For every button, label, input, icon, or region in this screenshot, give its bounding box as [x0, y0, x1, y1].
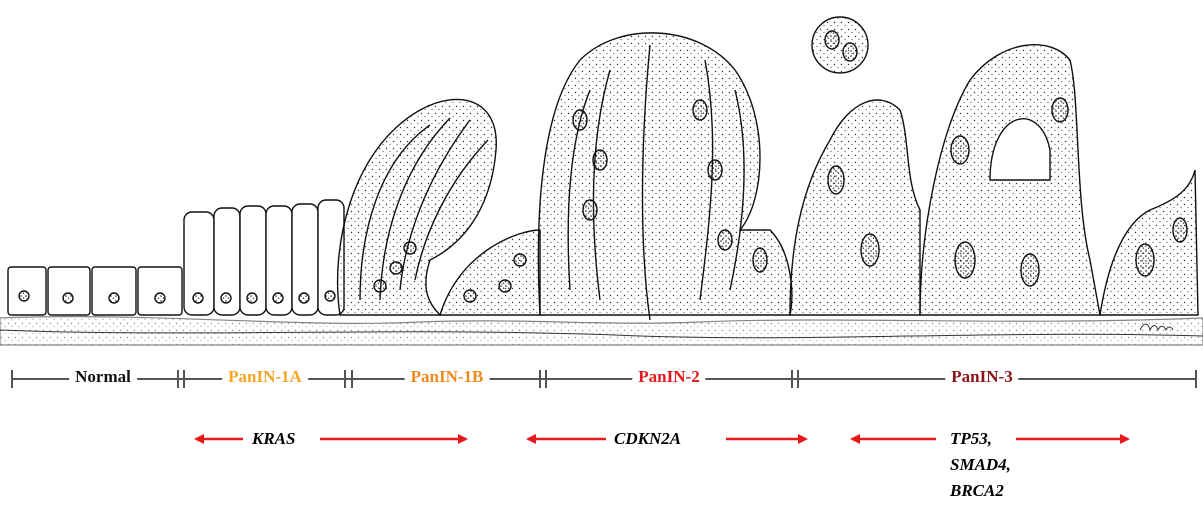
stage-label-panin-3: PanIN-3: [945, 367, 1018, 387]
gene-label-smad4: SMAD4,: [946, 455, 1015, 475]
stage-label-panin-2: PanIN-2: [632, 367, 705, 387]
gene-label-tp53: TP53,: [946, 429, 996, 449]
stage-label-normal: Normal: [69, 367, 137, 387]
stage-label-panin-1a: PanIN-1A: [222, 367, 308, 387]
gene-label-cdkn2a: CDKN2A: [610, 429, 685, 449]
gene-label-brca2: BRCA2: [946, 481, 1008, 501]
gene-label-kras: KRAS: [248, 429, 299, 449]
stage-label-panin-1b: PanIN-1B: [405, 367, 490, 387]
